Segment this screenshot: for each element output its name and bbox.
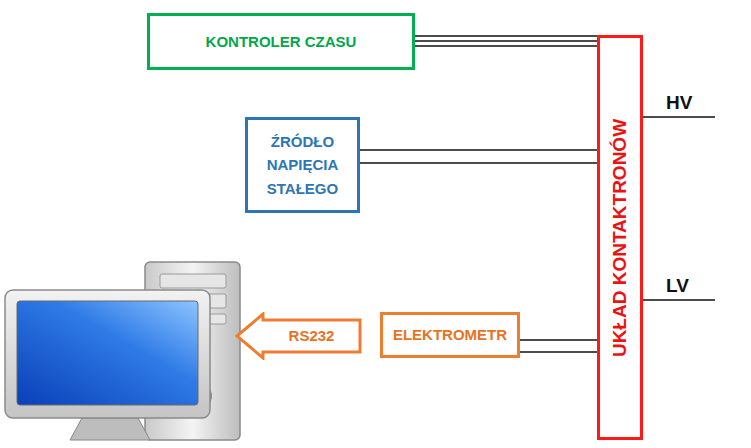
node-label: ŹRÓDŁO NAPIĘCIA STAŁEGO	[262, 130, 344, 200]
wire	[415, 45, 597, 47]
drive-bay	[160, 274, 226, 288]
wire	[360, 162, 597, 164]
monitor	[5, 290, 210, 418]
reed-relay-box: UKŁAD KONTAKTRONÓW	[597, 35, 643, 440]
voltage-source-box: ŹRÓDŁO NAPIĘCIA STAŁEGO	[245, 117, 360, 213]
node-label: RS232	[289, 324, 335, 347]
wire	[520, 339, 597, 341]
computer-icon	[5, 262, 240, 440]
wire	[520, 351, 597, 353]
terminal-label: LV	[666, 275, 689, 297]
timer-box: KONTROLER CZASU	[147, 13, 415, 70]
wire	[415, 35, 597, 37]
electrometer-box: ELEKTROMETR	[380, 312, 520, 358]
node-label: ELEKTROMETR	[393, 323, 507, 346]
monitor-stand	[70, 418, 150, 440]
node-label: UKŁAD KONTAKTRONÓW	[605, 118, 634, 356]
node-label: KONTROLER CZASU	[206, 30, 357, 53]
rs232-arrow: RS232	[235, 312, 362, 360]
terminal-label: HV	[666, 92, 692, 114]
wire	[360, 149, 597, 151]
arrow-shape	[237, 314, 360, 358]
monitor-screen	[17, 301, 198, 405]
lv-terminal-line	[640, 299, 715, 301]
wire	[415, 40, 597, 42]
hv-terminal-line	[640, 116, 715, 118]
